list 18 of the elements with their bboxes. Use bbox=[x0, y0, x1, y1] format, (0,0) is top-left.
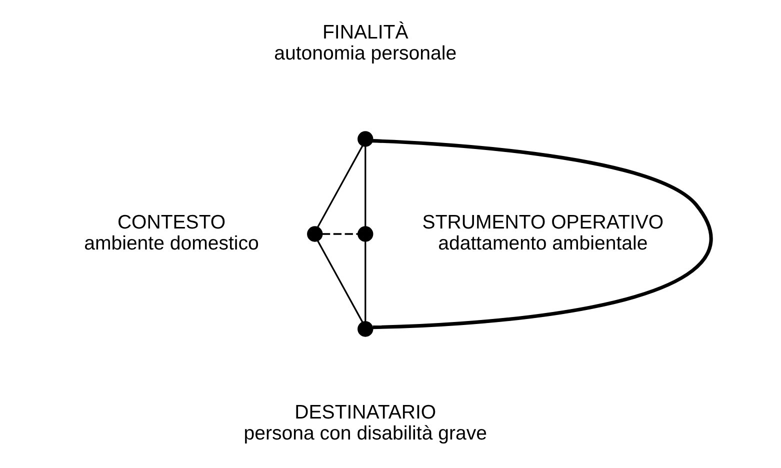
node-circle bbox=[357, 131, 373, 147]
connector bbox=[364, 146, 366, 227]
node-label: ambiente domestico bbox=[84, 232, 258, 255]
node-label: STRUMENTO OPERATIVO bbox=[422, 211, 664, 234]
node-label: autonomia personale bbox=[274, 42, 456, 65]
node-label: CONTESTO bbox=[116, 211, 226, 234]
node-circle bbox=[357, 226, 373, 242]
connector bbox=[316, 145, 363, 228]
connector bbox=[321, 233, 358, 235]
connector bbox=[316, 240, 363, 323]
node-label: FINALITÀ bbox=[322, 21, 408, 44]
node-circle bbox=[357, 321, 373, 337]
node-circle bbox=[306, 226, 322, 242]
node-label: adattamento ambientale bbox=[438, 232, 648, 255]
node-label: persona con disabilità grave bbox=[243, 422, 486, 445]
connector bbox=[372, 139, 712, 330]
connector bbox=[364, 241, 366, 322]
node-label: DESTINATARIO bbox=[294, 401, 436, 424]
